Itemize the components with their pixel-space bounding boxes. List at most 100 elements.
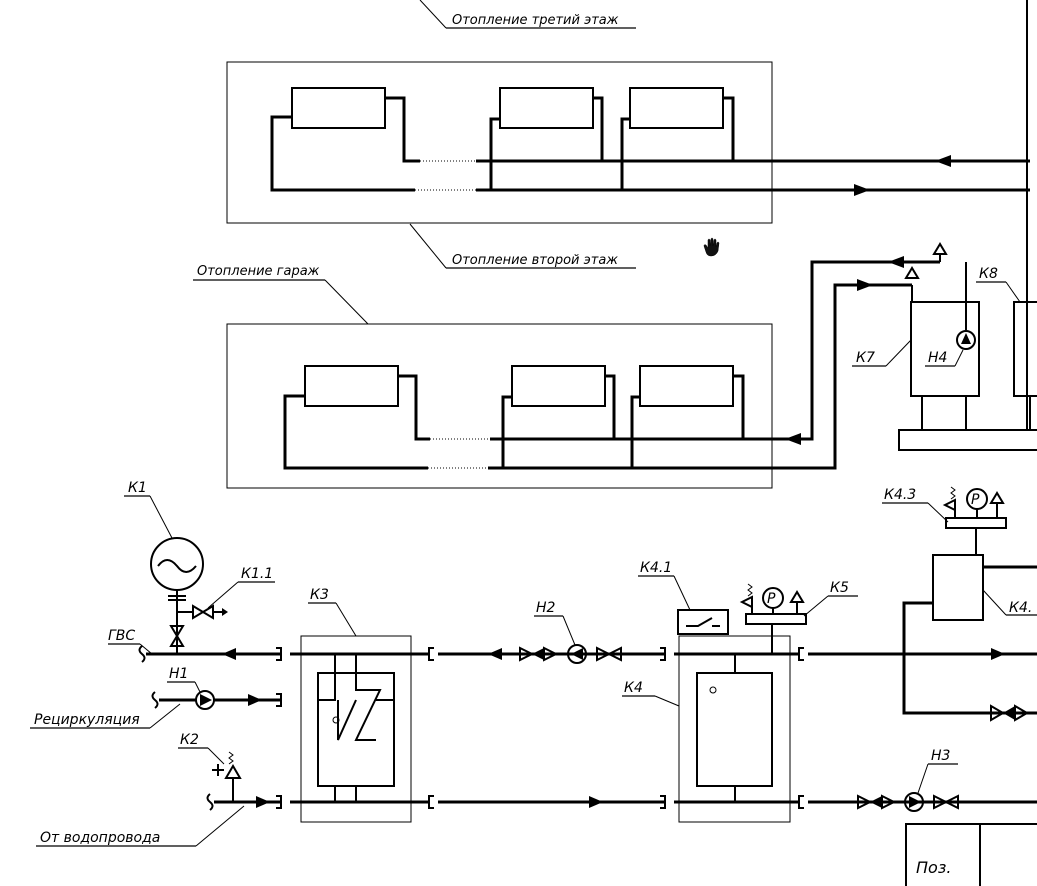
label-h4: Н4	[928, 350, 947, 366]
pipe-end-icon	[206, 793, 214, 811]
garage-leader	[324, 279, 369, 325]
flow-arrow-right	[248, 694, 262, 706]
spring-icon	[950, 486, 956, 500]
garage-supply-main	[490, 260, 940, 441]
valve-icon	[192, 604, 205, 620]
second-floor-leader	[409, 223, 447, 269]
hand-pan-icon	[703, 237, 720, 257]
garage-supply-pipe	[398, 374, 430, 441]
label-h3: Н3	[931, 748, 950, 764]
radiator	[291, 87, 386, 129]
flange-icon	[428, 647, 434, 661]
valve-icon	[596, 646, 612, 662]
riser	[630, 395, 640, 468]
water-supply-leader	[195, 805, 245, 847]
recirculation-line-group: Н1 Рециркуляция	[30, 666, 280, 729]
air-vent-icon	[789, 590, 805, 603]
manifold-k4-3	[945, 517, 1007, 529]
boiler-k4-group: К4 К4.1 P К5	[622, 560, 858, 823]
valve-icon	[870, 796, 882, 808]
valve-icon	[943, 794, 959, 810]
air-vent-icon	[904, 266, 920, 279]
k1-leader	[149, 495, 173, 539]
flow-arrow-right	[256, 796, 270, 808]
air-vent-icon	[932, 242, 948, 255]
flow-arrow-right	[854, 184, 870, 196]
second-floor-label: Отопление второй этаж	[452, 253, 618, 268]
pump-h4-arrow	[961, 333, 971, 344]
expansion-tank-k4-2	[932, 554, 984, 621]
riser	[593, 96, 604, 161]
garage-label: Отопление гараж	[197, 264, 320, 279]
label-k1: К1	[128, 480, 147, 496]
boiler-k7	[910, 301, 980, 397]
boiler-k7-group: К7 Н4 К8	[852, 0, 1037, 451]
heating-garage-group: Отопление гараж	[193, 256, 940, 489]
riser	[733, 374, 745, 439]
flange-icon	[428, 795, 434, 809]
valve-icon	[606, 646, 622, 662]
label-k7: К7	[856, 350, 875, 366]
third-floor-label: Отопление третий этаж	[452, 13, 619, 28]
pipe-end-icon	[138, 645, 146, 663]
dhw-leader	[139, 643, 153, 655]
safety-group-k5	[745, 613, 807, 625]
valve-icon	[857, 794, 873, 810]
third-floor-frame	[226, 61, 773, 224]
valve-icon	[1014, 704, 1029, 722]
h2-leader	[562, 615, 576, 646]
riser	[489, 117, 500, 190]
third-floor-leader	[419, 0, 447, 29]
k3-leader	[335, 602, 357, 637]
k7-leader	[885, 339, 912, 367]
thermostat-k4-1	[677, 609, 729, 635]
label-recirculation: Рециркуляция	[34, 712, 140, 728]
pump-h3-icon	[904, 792, 924, 812]
third-floor-supply-pipe	[385, 96, 420, 163]
label-k4: К4	[624, 680, 643, 696]
riser	[501, 395, 512, 468]
water-heater-k4	[696, 672, 773, 787]
flange-icon	[276, 647, 282, 661]
pipe	[318, 654, 336, 701]
pipe	[902, 601, 1037, 715]
valve-icon	[169, 625, 185, 638]
boiler-k8	[1013, 301, 1037, 397]
pump-h1-arrow	[200, 694, 212, 706]
h4-leader	[954, 349, 964, 367]
sensor-dot	[332, 716, 340, 724]
pressure-reducer-icon	[224, 764, 242, 779]
cold-water-line-group: К2 От водопровода Н3	[36, 732, 1037, 847]
flange-icon	[798, 795, 804, 809]
flow-arrow-left	[935, 155, 951, 167]
label-k3: К3	[310, 587, 329, 603]
garage-return-main	[488, 283, 912, 470]
k4-2-leader	[982, 589, 1007, 616]
boiler-base	[898, 429, 1037, 451]
title-block-frame	[905, 823, 1037, 886]
flange-icon	[276, 693, 282, 707]
spring-icon	[747, 583, 753, 597]
sensor-dot	[709, 686, 717, 694]
flow-arrow-right	[991, 648, 1005, 660]
heat-exchanger-coil	[354, 654, 382, 741]
label-k4-3: К4.3	[884, 487, 916, 503]
meter-k1-wave	[157, 559, 197, 573]
flow-arrow-left	[222, 648, 236, 660]
air-vent-icon	[989, 491, 1005, 504]
valve-icon	[543, 646, 559, 662]
pipe-end-icon	[151, 691, 159, 709]
label-k4-1: К4.1	[640, 560, 672, 576]
third-floor-return-pipe	[270, 115, 415, 192]
valve-icon	[933, 794, 949, 810]
label-k1-1: К1.1	[241, 566, 273, 582]
safety-valve-icon	[739, 595, 753, 609]
title-block-pos-label: Поз.	[916, 858, 951, 877]
label-h2: Н2	[536, 600, 556, 616]
h3-leader	[917, 763, 929, 794]
spring-icon	[228, 751, 234, 765]
label-k4-2: К4.	[1009, 600, 1032, 616]
flow-arrow-left	[488, 648, 502, 660]
pump-h2-group: Н2	[519, 600, 622, 664]
